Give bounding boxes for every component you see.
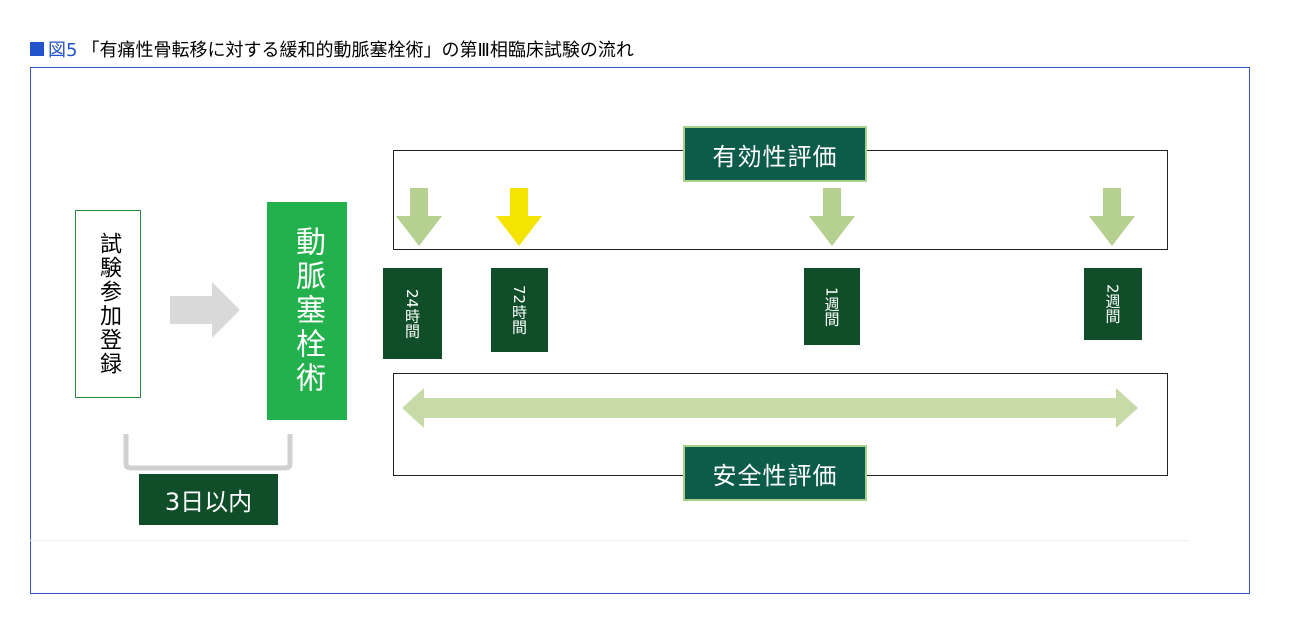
timepoint-72h-box: 72時間 <box>491 268 548 352</box>
timepoint-24h-box: 24時間 <box>383 268 442 359</box>
efficacy-box: 有効性評価 <box>683 126 867 182</box>
figure-title: 「有痛性骨転移に対する緩和的動脈塞栓術」の第Ⅲ相臨床試験の流れ <box>81 40 634 61</box>
procedure-label: 動脈塞栓術 <box>290 226 325 396</box>
timepoint-2w-box: 2週間 <box>1084 268 1142 340</box>
timepoint-72h-label: 72時間 <box>510 285 528 335</box>
procedure-box: 動脈塞栓術 <box>267 202 347 420</box>
diagram-frame <box>30 67 1250 594</box>
interval-label: 3日以内 <box>164 488 253 516</box>
interval-box: 3日以内 <box>139 474 278 525</box>
interval-bracket-icon <box>123 434 293 471</box>
safety-label: 安全性評価 <box>712 461 838 490</box>
enrollment-label: 試験参加登録 <box>96 232 121 376</box>
divider <box>30 540 1190 541</box>
safety-period-arrow-icon <box>402 388 1138 428</box>
efficacy-label: 有効性評価 <box>712 142 838 171</box>
safety-box: 安全性評価 <box>683 445 867 501</box>
figure-label: 図5 <box>48 40 78 61</box>
square-bullet-icon <box>30 42 44 56</box>
down-arrow-24h-icon <box>396 188 442 246</box>
down-arrow-72h-icon <box>496 188 542 246</box>
timepoint-24h-label: 24時間 <box>403 288 421 339</box>
down-arrow-1w-icon <box>809 188 855 246</box>
down-arrow-2w-icon <box>1089 188 1135 246</box>
timepoint-2w-label: 2週間 <box>1103 284 1122 324</box>
enrollment-box: 試験参加登録 <box>75 210 141 398</box>
timepoint-1w-box: 1週間 <box>804 268 860 345</box>
flow-arrow-icon <box>170 282 240 338</box>
timepoint-1w-label: 1週間 <box>822 286 841 327</box>
figure-heading: 図5 「有痛性骨転移に対する緩和的動脈塞栓術」の第Ⅲ相臨床試験の流れ <box>30 36 634 62</box>
